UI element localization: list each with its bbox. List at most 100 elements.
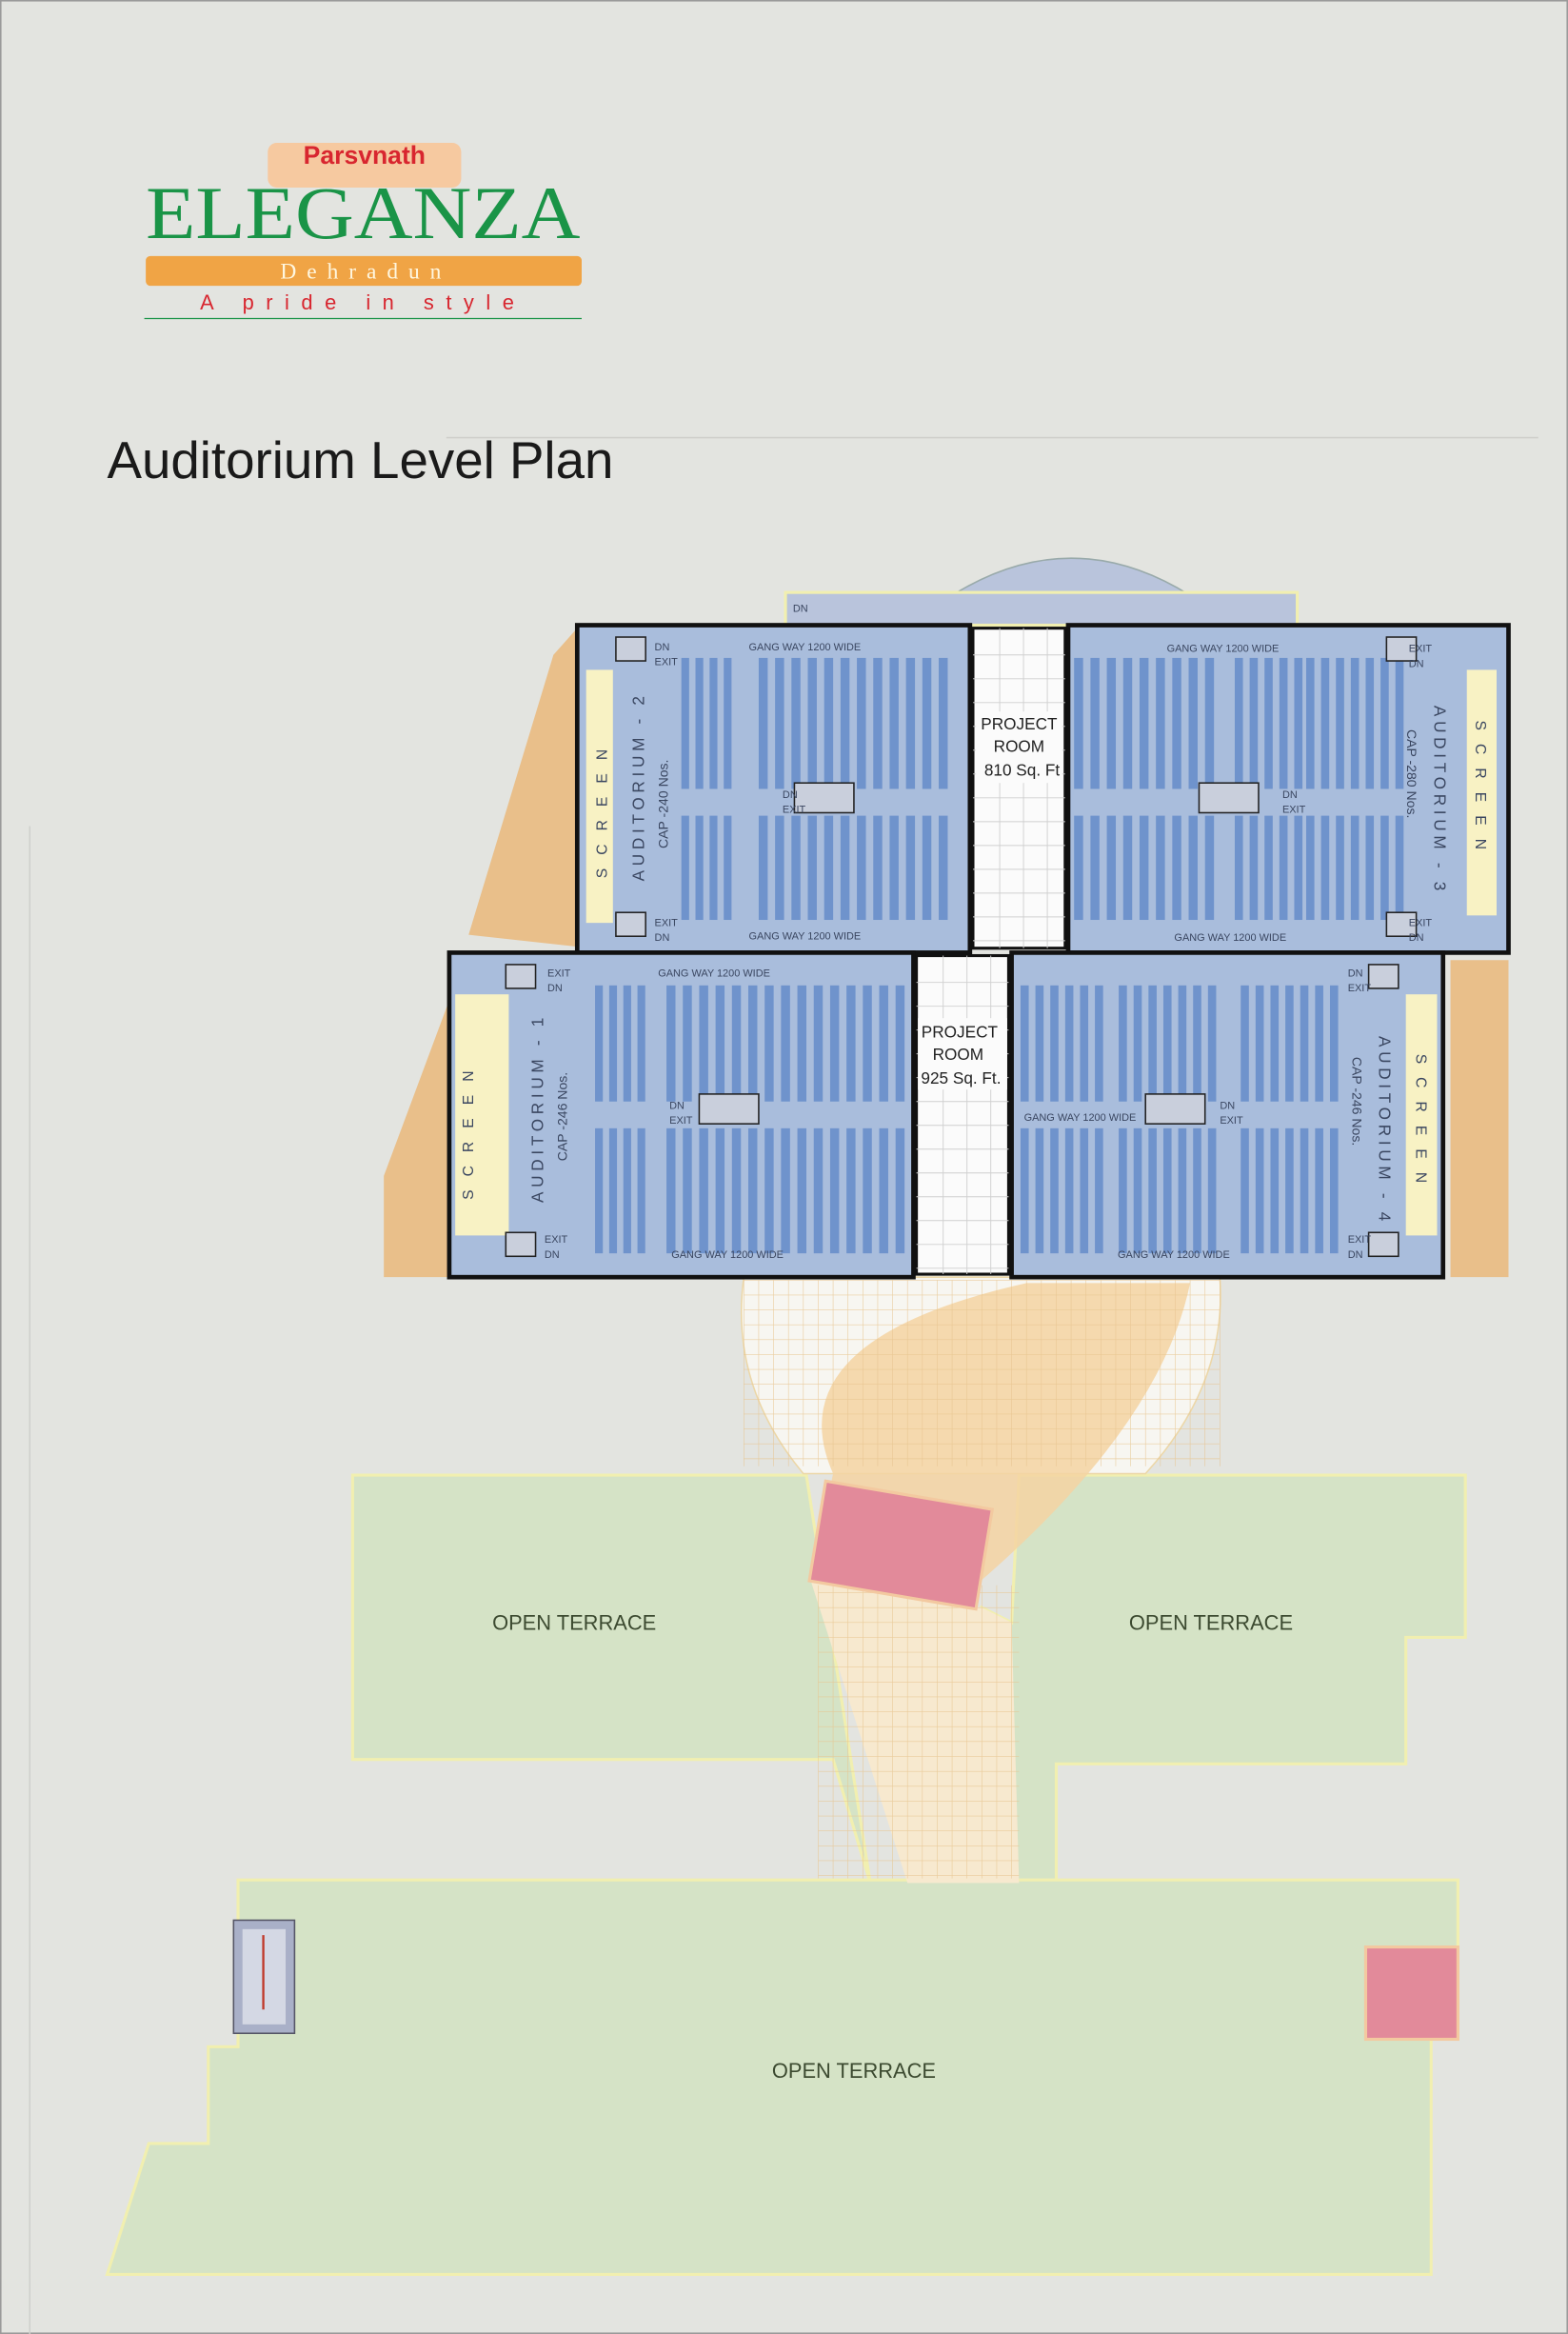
seat-row [824, 815, 834, 921]
seat-row [1285, 1127, 1294, 1254]
seat-row [1148, 985, 1157, 1102]
seat-row [807, 657, 817, 789]
seat-row [1264, 657, 1273, 789]
stair-icon [1198, 782, 1260, 814]
seat-row [1122, 657, 1133, 789]
seat-row [1350, 657, 1360, 789]
svg-text:EXIT: EXIT [1348, 1234, 1372, 1246]
project-room-1-area [971, 627, 1067, 950]
seat-row [758, 815, 768, 921]
seat-row [1193, 1127, 1201, 1254]
seat-row [666, 985, 676, 1102]
seat-row [1294, 815, 1303, 921]
screen-3-label: SCREEN [1472, 721, 1488, 863]
screen-3 [1466, 669, 1497, 916]
seat-row [797, 1127, 807, 1254]
seat-row [1241, 985, 1249, 1102]
seat-row [1020, 1127, 1029, 1254]
auditorium-4-capacity: CAP -246 Nos. [1349, 1057, 1364, 1146]
seat-row [922, 815, 932, 921]
gangway-label: GANG WAY 1200 WIDE [671, 1249, 784, 1261]
seat-row [1139, 657, 1149, 789]
seat-row [939, 657, 948, 789]
seat-row [813, 985, 824, 1102]
seat-row [1279, 815, 1288, 921]
seat-row [1234, 815, 1243, 921]
seat-row [1172, 815, 1181, 921]
seat-row [623, 1127, 631, 1254]
screen-2 [586, 669, 613, 924]
staircase-icon [232, 1919, 296, 2035]
svg-text:EXIT: EXIT [1282, 804, 1306, 815]
seat-row [695, 815, 704, 921]
auditorium-labels: AUDITORIUM - 2 CAP -240 Nos. SCREEN AUDI… [461, 691, 1488, 1226]
seat-row [637, 1127, 645, 1254]
stair-icon [615, 911, 646, 937]
svg-text:EXIT: EXIT [1220, 1115, 1243, 1127]
logo-brand: Parsvnath [304, 141, 426, 170]
stair-icon [698, 1093, 760, 1125]
svg-text:DN: DN [655, 932, 670, 944]
svg-text:EXIT: EXIT [655, 657, 679, 668]
seat-row [1234, 657, 1243, 789]
seat-row [879, 985, 888, 1102]
seat-row [1106, 815, 1117, 921]
seat-row [1305, 815, 1315, 921]
stair-icon [1367, 1231, 1399, 1258]
screen-4 [1405, 994, 1438, 1236]
seat-row [608, 985, 618, 1102]
svg-text:DN: DN [655, 642, 670, 653]
seat-row [889, 657, 899, 789]
seat-row [681, 657, 689, 789]
seat-row [1204, 657, 1215, 789]
seat-row [1156, 657, 1165, 789]
seat-row [840, 657, 850, 789]
seat-row [1320, 657, 1330, 789]
auditorium-4-name: AUDITORIUM - 4 [1376, 1036, 1395, 1226]
seat-row [608, 1127, 618, 1254]
seat-row [889, 815, 899, 921]
seat-row [895, 985, 905, 1102]
seat-row [922, 657, 932, 789]
seat-row [1119, 1127, 1127, 1254]
seat-row [1380, 657, 1389, 789]
stair-icon [505, 1231, 537, 1258]
seat-row [1329, 985, 1339, 1102]
svg-text:DN: DN [1409, 658, 1424, 669]
svg-text:ROOM: ROOM [933, 1045, 983, 1064]
seat-row [699, 985, 708, 1102]
seat-row [824, 657, 834, 789]
svg-text:EXIT: EXIT [669, 1115, 693, 1127]
auditorium-3-name: AUDITORIUM - 3 [1430, 706, 1449, 895]
seat-row [1172, 657, 1181, 789]
seat-row [1264, 815, 1273, 921]
gangway-label: GANG WAY 1200 WIDE [749, 642, 862, 653]
seat-row [758, 657, 768, 789]
seat-row [1279, 657, 1288, 789]
seat-row [1188, 815, 1198, 921]
seat-row [873, 657, 883, 789]
screen-2-label: SCREEN [595, 736, 611, 878]
stair-icon [615, 636, 646, 662]
seat-row [1106, 657, 1117, 789]
seat-row [1270, 985, 1280, 1102]
svg-text:PROJECT: PROJECT [981, 714, 1058, 733]
terrace-label-right: OPEN TERRACE [1129, 1611, 1293, 1635]
seat-row [1204, 815, 1215, 921]
seat-row [1300, 985, 1309, 1102]
seat-row [829, 1127, 840, 1254]
logo-tagline: A pride in style [200, 290, 526, 314]
seat-row [1020, 985, 1029, 1102]
seat-row [1336, 815, 1344, 921]
seat-row [699, 1127, 708, 1254]
seat-row [905, 815, 916, 921]
gangway-label: GANG WAY 1200 WIDE [1167, 644, 1280, 655]
seat-row [1207, 985, 1217, 1102]
seat-row [1315, 1127, 1323, 1254]
seat-row [863, 985, 872, 1102]
seat-row [747, 1127, 758, 1254]
project-room-2-area [915, 953, 1011, 1276]
seat-row [1050, 1127, 1059, 1254]
seat-row [1162, 1127, 1172, 1254]
svg-text:EXIT: EXIT [1409, 644, 1433, 655]
